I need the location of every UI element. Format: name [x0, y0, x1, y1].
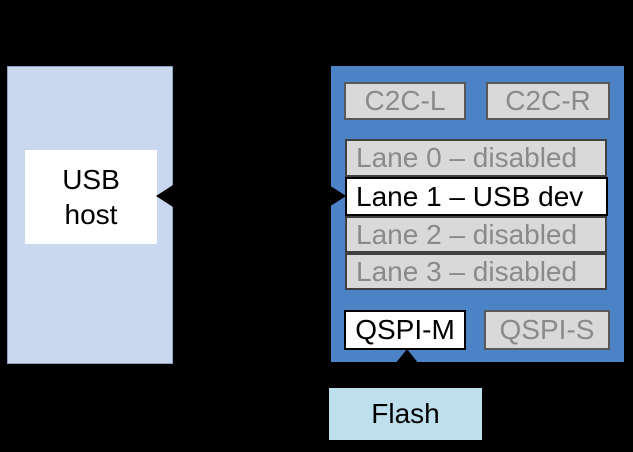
block-lane-2: Lane 2 – disabled [345, 216, 607, 253]
chip-panel: C2C-L C2C-R Lane 0 – disabled Lane 1 – U… [329, 64, 626, 364]
block-c2c-l: C2C-L [344, 82, 466, 120]
usb-host-panel: USB host [7, 66, 173, 364]
flash-block: Flash [327, 386, 484, 442]
block-qspi-s: QSPI-S [484, 310, 610, 350]
block-lane-0: Lane 0 – disabled [345, 139, 607, 177]
usb-link-double-arrow-icon [156, 185, 346, 207]
block-lane-1: Lane 1 – USB dev [345, 177, 608, 216]
usb-host-block: USB host [25, 150, 157, 244]
block-qspi-m: QSPI-M [344, 310, 466, 350]
block-lane-3: Lane 3 – disabled [345, 253, 607, 290]
block-c2c-r: C2C-R [486, 82, 610, 120]
